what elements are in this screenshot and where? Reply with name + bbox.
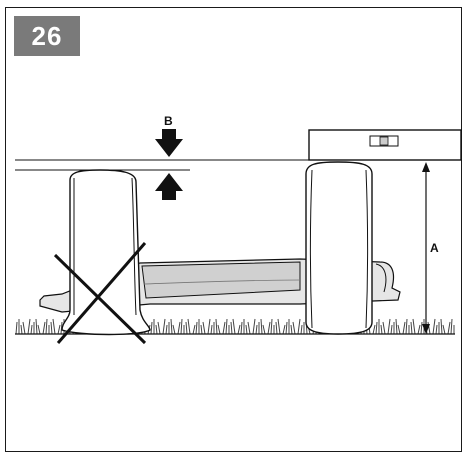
dimension-a: [422, 162, 430, 334]
cross-icon: [53, 242, 147, 345]
spirit-level-icon: [308, 129, 462, 161]
figure-number-badge: 26: [14, 16, 80, 56]
right-wheel: [305, 161, 373, 335]
label-a: A: [430, 241, 439, 255]
label-b: B: [164, 114, 173, 128]
arrow-down-icon: [155, 129, 183, 157]
left-wheel: [61, 169, 151, 336]
arrow-up-icon: [155, 173, 183, 200]
